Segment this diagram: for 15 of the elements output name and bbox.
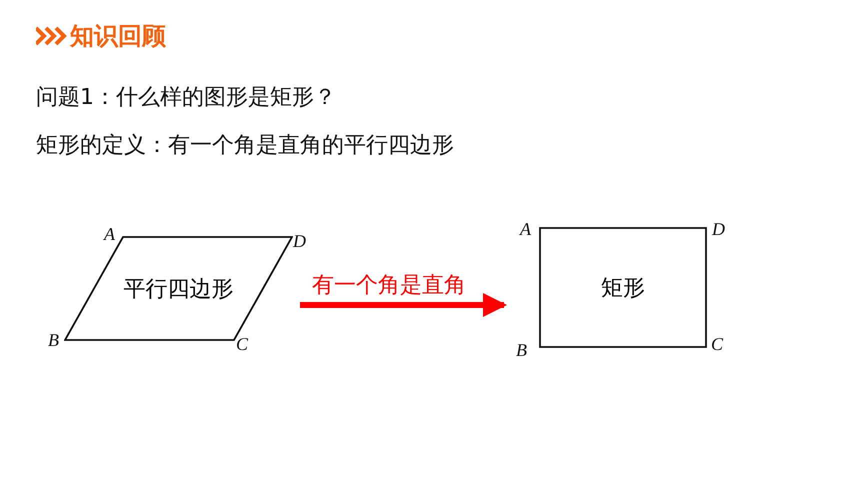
shape-label: 平行四边形 (124, 276, 234, 304)
vertex-label: B (48, 330, 59, 351)
heading: 知识回顾 (70, 21, 166, 52)
arrow (300, 293, 507, 317)
rectangle-shape (539, 227, 707, 348)
vertex-label: A (520, 219, 531, 240)
vertex-label: B (516, 340, 527, 361)
definition-text: 矩形的定义：有一个角是直角的平行四边形 (36, 132, 454, 160)
vertex-label: C (711, 334, 724, 355)
vertex-label: D (712, 219, 725, 240)
shape-label: 矩形 (601, 274, 645, 302)
vertex-label: D (293, 231, 306, 252)
question-text: 问题1：什么样的图形是矩形？ (36, 84, 336, 112)
vertex-label: C (236, 334, 248, 355)
vertex-label: A (104, 224, 115, 245)
